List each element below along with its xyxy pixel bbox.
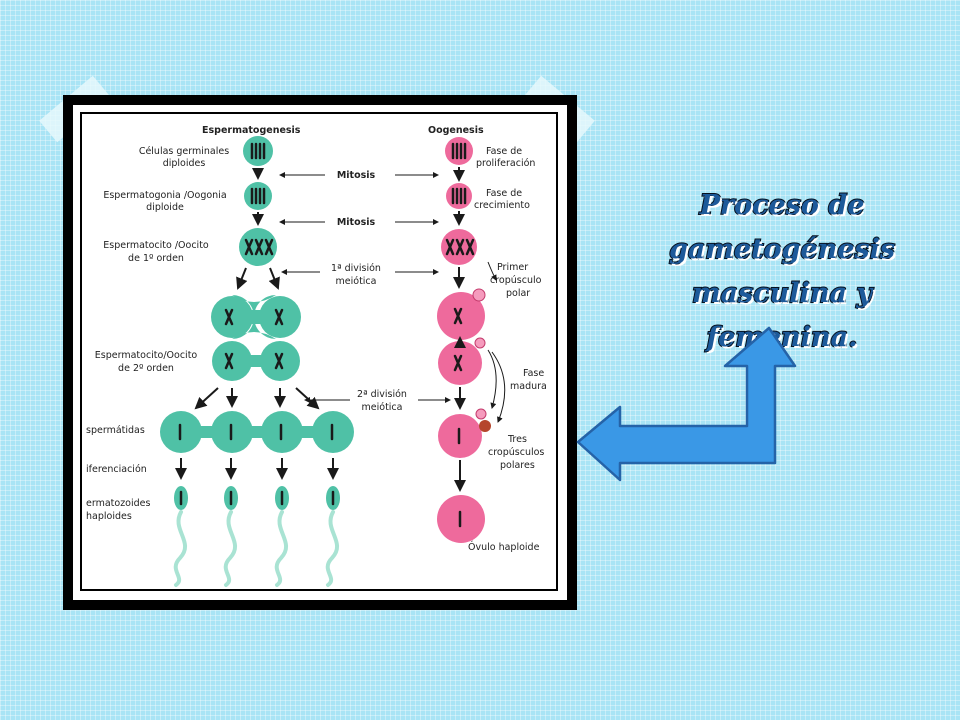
label-mitosis-2: Mitosis [337, 217, 376, 228]
label-espermatogonia: Espermatogonia /Oogonia [103, 190, 226, 201]
label-1a-division: 1ª división [331, 263, 381, 274]
diagram-border [80, 112, 558, 591]
label-fase-madura-1: Fase [523, 368, 544, 379]
label-fase-de-2: Fase de [486, 188, 522, 199]
label-ovulo-haploide: Óvulo haploide [468, 541, 540, 553]
label-diferenciacion: iferenciación [86, 464, 147, 475]
label-fase-de-1: Fase de [486, 146, 522, 157]
label-tres: Tres [507, 434, 527, 445]
label-cropusculo: cropúsculo [490, 275, 542, 286]
pointer-arrows [279, 172, 451, 403]
label-mitosis-1: Mitosis [337, 170, 376, 181]
label-cropusculos: cropúsculos [488, 447, 544, 458]
label-diploides: diploides [163, 158, 206, 169]
label-crecimiento: crecimiento [474, 200, 530, 211]
slide-title: Proceso de gametogénesis masculina y fem… [668, 189, 896, 354]
label-1a-meiotica: meiótica [336, 276, 377, 287]
label-diploide: diploide [146, 202, 184, 213]
heading-oogenesis: Oogenesis [428, 125, 484, 136]
label-polares: polares [500, 460, 535, 471]
label-2a-meiotica: meiótica [362, 402, 403, 413]
label-espermatocito-2: Espermatocito/Oocito [95, 350, 198, 361]
label-celulas-germinales: Células germinales [139, 146, 229, 157]
label-2a-division: 2ª división [357, 389, 407, 400]
chromosomes [178, 142, 475, 528]
label-fase-madura-2: madura [510, 381, 547, 392]
label-primer-orden: de 1º orden [128, 253, 184, 264]
heading-espermatogenesis: Espermatogenesis [202, 125, 301, 136]
diagram-frame [63, 95, 577, 610]
label-espermatozoides: ermatozoides [86, 498, 151, 509]
label-espermatidas: spermátidas [86, 425, 145, 436]
label-proliferacion: proliferación [476, 158, 535, 169]
label-espermatocito-1: Espermatocito /Oocito [103, 240, 209, 251]
sperm-tails [173, 510, 340, 587]
flow-arrows [175, 167, 466, 492]
label-polar: polar [506, 288, 530, 299]
label-haploides: haploides [86, 511, 132, 522]
polar-arrows [487, 261, 506, 423]
label-primer: Primer [497, 262, 528, 273]
label-segundo-orden: de 2º orden [118, 363, 174, 374]
return-arrow-icon [576, 326, 797, 482]
